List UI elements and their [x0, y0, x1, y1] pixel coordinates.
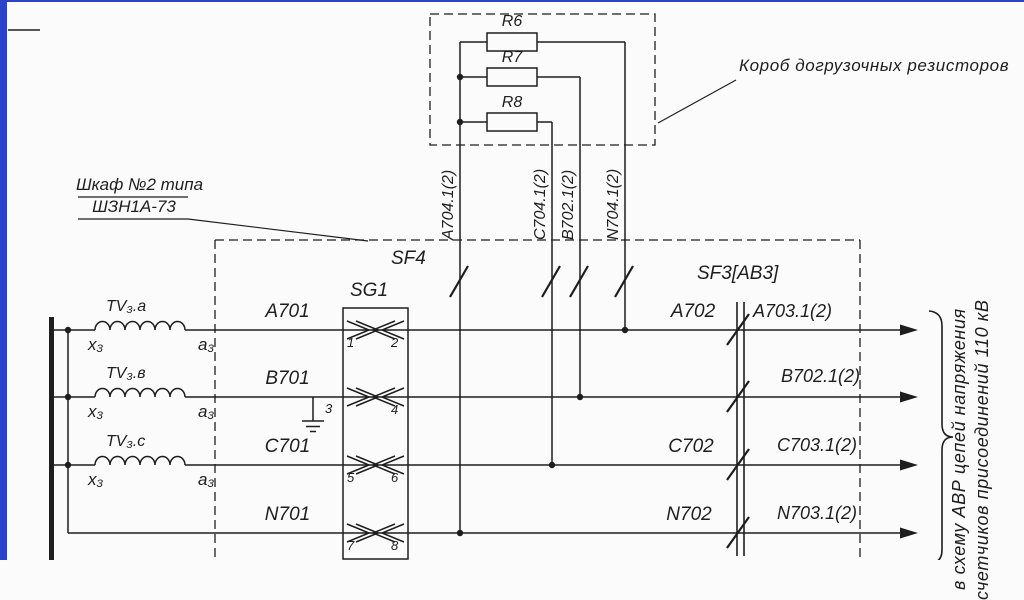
wire-label-a704: A704.1(2)	[440, 169, 457, 240]
a-terminal-b: a₃	[198, 402, 215, 421]
winding-c	[94, 455, 186, 466]
wire-label-n704: N704.1(2)	[605, 168, 622, 240]
wire-label-a703: A703.1(2)	[753, 301, 833, 321]
sg1-pin-1: 1	[347, 335, 355, 350]
wire-label-c702: C702	[668, 436, 714, 457]
sf4-switch-contacts	[449, 265, 634, 298]
sg1-pin-3: 3	[325, 401, 333, 416]
wire-label-c703: C703.1(2)	[777, 435, 858, 455]
wire-label-b702: B702.1(2)	[560, 169, 577, 240]
x-terminal-b: x₃	[88, 402, 104, 421]
sg1-label: SG1	[350, 280, 389, 301]
winding-label-a: TV₃.a	[106, 298, 147, 315]
left-bus-bar	[49, 317, 54, 560]
resistor-r7	[486, 67, 538, 87]
sg1-box	[342, 307, 409, 560]
side-note-line1: в схему АВР цепей напряжения	[949, 308, 969, 590]
x-terminal-a: x₃	[88, 335, 104, 354]
wire-label-n702: N702	[666, 504, 712, 525]
sg1-pin-6: 6	[391, 470, 399, 485]
resistor-callout-leader	[657, 79, 737, 124]
resistor-leads	[460, 41, 625, 123]
wire-label-a702: A702	[670, 301, 716, 322]
sf3-label: SF3[АВ3]	[697, 263, 779, 284]
ground-symbol	[302, 397, 324, 433]
window-edge-top	[0, 0, 1024, 2]
arrow-row-a	[900, 324, 918, 336]
resistor-label-r6: R6	[501, 13, 523, 30]
resistor-box-callout: Короб догрузочных резисторов	[739, 56, 1010, 75]
resistor-box-outline	[429, 13, 656, 146]
wire-label-b702-out: B702.1(2)	[781, 366, 861, 386]
vertical-drop-wires	[459, 42, 626, 533]
arrow-row-c	[900, 459, 918, 471]
resistor-r8	[486, 112, 538, 132]
sg1-pin-5: 5	[347, 470, 355, 485]
cabinet-callout-line1: Шкаф №2 типа	[76, 175, 204, 194]
wire-label-c701: C701	[264, 436, 311, 457]
sg1-contact-row-c	[346, 455, 405, 475]
sg1-pin-7: 7	[347, 538, 355, 553]
wire-label-n703: N703.1(2)	[777, 503, 858, 523]
arrow-row-b	[900, 391, 918, 403]
sf3-switch-contacts	[726, 313, 750, 549]
side-note-line2: счетчиков присоединений 110 кВ	[972, 299, 992, 600]
wires	[8, 13, 954, 560]
sf3-column	[736, 302, 745, 556]
output-brace	[928, 310, 954, 560]
window-edge-left	[0, 0, 7, 560]
a-terminal-a: a₃	[198, 335, 215, 354]
wire-label-a701: A701	[265, 301, 310, 322]
winding-a	[94, 320, 186, 331]
sg1-contact-row-b	[346, 387, 405, 407]
resistor-label-r8: R8	[501, 94, 523, 111]
winding-label-c: TV₃.с	[106, 433, 146, 450]
cabinet-callout-line2: ШЗН1А-73	[92, 197, 176, 216]
cabinet-outline	[214, 239, 861, 560]
sg1-pin-4: 4	[391, 402, 399, 417]
sg1-pin-8: 8	[391, 538, 399, 553]
wire-label-n701: N701	[264, 504, 311, 525]
winding-label-b: TV₃.в	[106, 365, 146, 382]
arrow-row-n	[900, 527, 918, 539]
resistor-label-r7: R7	[501, 49, 523, 66]
x-terminal-c: x₃	[88, 470, 104, 489]
sg1-contact-row-a	[346, 320, 405, 340]
a-terminal-c: a₃	[198, 470, 215, 489]
sf4-label: SF4	[391, 248, 426, 269]
wire-label-c704: C704.1(2)	[532, 168, 549, 240]
junctions-and-arrows	[49, 73, 918, 560]
sg1-contact-row-n	[346, 523, 405, 543]
schematic-graphics	[8, 13, 954, 560]
wire-label-b701: B701	[265, 368, 310, 389]
cabinet-callout-leader	[78, 196, 369, 242]
winding-b	[94, 387, 186, 398]
sg1-pin-2: 2	[391, 335, 399, 350]
